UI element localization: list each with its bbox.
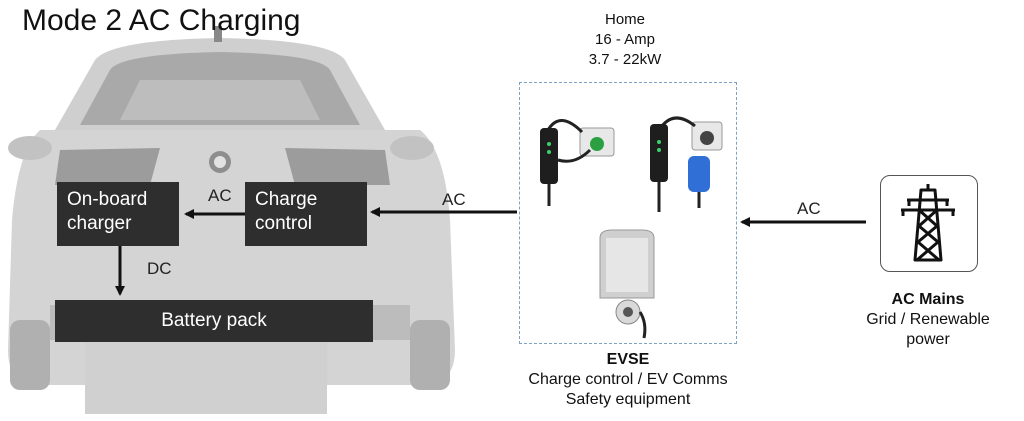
mains-line1: Grid / Renewable xyxy=(866,311,990,328)
ev-charger-blue-plug-icon xyxy=(650,116,723,212)
page-title: Mode 2 AC Charging xyxy=(22,4,301,37)
evse-description: EVSE Charge control / EV Comms Safety eq… xyxy=(500,350,756,410)
home-power: 3.7 - 22kW xyxy=(588,51,662,68)
mains-title: AC Mains xyxy=(891,291,965,308)
wallbox-icon xyxy=(599,229,655,339)
onboard-charger-box: On-board charger xyxy=(57,182,179,246)
home-spec: Home 16 - Amp 3.7 - 22kW xyxy=(565,10,685,70)
mains-line2: power xyxy=(906,331,950,348)
evse-line1: Charge control / EV Comms xyxy=(528,371,728,388)
charge-control-box: Charge control xyxy=(245,182,367,246)
evse-group xyxy=(519,82,737,344)
label-dc: DC xyxy=(147,259,172,278)
mains-icon-box xyxy=(880,175,978,272)
ev-charger-icon xyxy=(540,119,615,206)
home-label: Home xyxy=(604,11,645,28)
mains-description: AC Mains Grid / Renewable power xyxy=(850,290,1006,350)
label-ac-from-mains: AC xyxy=(797,199,821,218)
label-ac-internal: AC xyxy=(208,186,232,205)
home-amp: 16 - Amp xyxy=(594,31,656,48)
label-ac-to-car: AC xyxy=(442,190,466,209)
evse-line2: Safety equipment xyxy=(565,391,691,408)
evse-title: EVSE xyxy=(606,351,650,368)
battery-pack-box: Battery pack xyxy=(55,300,373,342)
power-tower-icon xyxy=(901,184,955,262)
